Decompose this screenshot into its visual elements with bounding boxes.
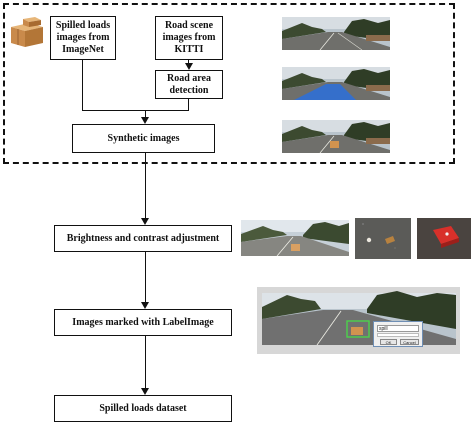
brightness-contrast-label: Brightness and contrast adjustment — [66, 232, 220, 244]
synthetic-road-photo — [282, 120, 390, 153]
road-area-detection-label: Road area detection — [167, 72, 211, 96]
road-area-mask — [294, 84, 356, 100]
bright-road-photo — [241, 220, 349, 256]
arrowhead-detection — [185, 63, 193, 70]
connector-synthetic-to-brightness — [145, 153, 146, 219]
connector-brightness-to-labelimage — [145, 252, 146, 303]
arrowhead-labelimage — [141, 302, 149, 309]
label-dialog-input[interactable]: spill — [377, 325, 419, 332]
connector-merge-to-synthetic — [145, 110, 146, 118]
road-area-detection-box: Road area detection — [155, 70, 223, 99]
label-dialog-ok-button[interactable]: OK — [380, 339, 397, 345]
road-scene-photo — [282, 17, 390, 50]
road-mask-photo — [282, 67, 390, 100]
imagenet-source-label: Spilled loads images from ImageNet — [55, 20, 111, 55]
arrowhead-dataset — [141, 388, 149, 395]
labelimage-label: Images marked with LabelImage — [72, 316, 214, 328]
label-dialog-list — [377, 333, 419, 337]
label-bounding-box — [346, 320, 370, 338]
brightness-contrast-box: Brightness and contrast adjustment — [54, 225, 232, 252]
synthetic-images-box: Synthetic images — [72, 124, 215, 153]
pasted-spilled-load — [330, 141, 339, 148]
synthetic-images-label: Synthetic images — [107, 132, 180, 144]
kitti-source-box: Road scene images from KITTI — [155, 16, 223, 60]
label-dialog-cancel-button[interactable]: Cancel — [400, 339, 419, 345]
close-up-object-photo — [355, 218, 411, 259]
cardboard-box-icon — [9, 15, 45, 49]
dataset-box: Spilled loads dataset — [54, 395, 232, 422]
connector-detection-down — [188, 99, 189, 110]
arrowhead-brightness — [141, 218, 149, 225]
connector-kitti-to-detection — [188, 60, 189, 65]
kitti-source-label: Road scene images from KITTI — [162, 20, 216, 55]
arrowhead-synthetic — [141, 117, 149, 124]
connector-merge-horizontal — [82, 110, 189, 111]
connector-imagenet-down — [82, 60, 83, 110]
red-object-photo — [417, 218, 471, 259]
imagenet-source-box: Spilled loads images from ImageNet — [50, 16, 116, 60]
dataset-label: Spilled loads dataset — [99, 402, 187, 414]
labelimage-box: Images marked with LabelImage — [54, 309, 232, 336]
data-synthesis-group-frame — [3, 3, 455, 164]
connector-labelimage-to-dataset — [145, 336, 146, 389]
label-dialog: spill OK Cancel — [373, 321, 423, 347]
labelimage-screenshot: spill OK Cancel — [257, 287, 460, 354]
